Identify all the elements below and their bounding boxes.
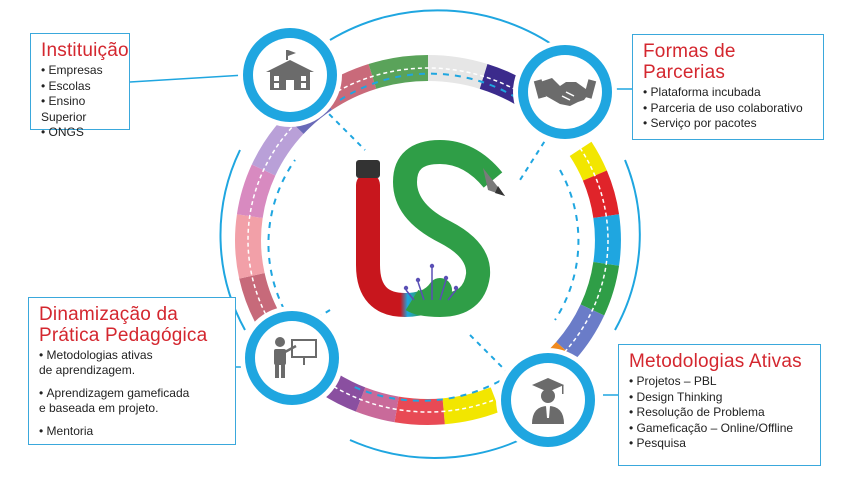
dinamizacao-box: Dinamização da Prática Pedagógica Metodo… bbox=[28, 297, 236, 445]
list-item: Escolas bbox=[41, 79, 121, 95]
ring-segment bbox=[251, 115, 304, 176]
title-line: Dinamização da bbox=[39, 304, 179, 325]
title-line: Parcerias bbox=[643, 62, 726, 83]
ring-segment bbox=[368, 54, 429, 89]
list-item: Design Thinking bbox=[629, 390, 812, 406]
list-item: Parceria de uso colaborativo bbox=[643, 101, 815, 117]
list-item: Plataforma incubada bbox=[643, 85, 815, 101]
metodologias-box: Metodologias Ativas Projetos – PBL Desig… bbox=[618, 344, 821, 466]
metodologias-title: Metodologias Ativas bbox=[629, 351, 802, 372]
list-item: Empresas bbox=[41, 63, 121, 79]
node-formas-parcerias bbox=[513, 40, 617, 144]
item-line: Mentoria bbox=[46, 424, 94, 438]
graduate-icon bbox=[532, 378, 564, 424]
list-item: Projetos – PBL bbox=[629, 374, 812, 390]
item-line: Aprendizagem gameficada bbox=[46, 386, 190, 400]
is-logo bbox=[356, 139, 505, 318]
list-item: Ensino Superior bbox=[41, 94, 121, 125]
node-dinamizacao bbox=[240, 306, 344, 410]
title-line: Prática Pedagógica bbox=[39, 325, 208, 346]
school-building-icon bbox=[266, 50, 314, 90]
node-instituicao bbox=[238, 23, 342, 127]
list-item: Mentoria bbox=[39, 424, 227, 439]
item-line: Metodologias ativas bbox=[46, 348, 153, 362]
metodologias-list: Projetos – PBL Design Thinking Resolução… bbox=[629, 374, 812, 452]
ring-segment bbox=[442, 387, 501, 425]
list-item: Resolução de Problema bbox=[629, 405, 812, 421]
formas-parcerias-box: Formas de Parcerias Plataforma incubada … bbox=[632, 34, 824, 140]
inner-dashed-arcs bbox=[267, 72, 580, 402]
ring-segment bbox=[236, 164, 276, 219]
list-item: ONGS bbox=[41, 125, 121, 141]
handshake-icon bbox=[533, 78, 597, 106]
item-line: de aprendizagem. bbox=[39, 363, 136, 377]
list-item: Gameficação – Online/Offline bbox=[629, 421, 812, 437]
list-item: Pesquisa bbox=[629, 436, 812, 452]
instituicao-box: Instituição Empresas Escolas Ensino Supe… bbox=[30, 33, 130, 139]
formas-parcerias-title: Formas de Parcerias bbox=[643, 41, 815, 83]
item-line: e baseada em projeto. bbox=[39, 401, 159, 415]
teacher-board-icon bbox=[274, 337, 317, 378]
ring-dashes bbox=[247, 67, 609, 413]
instituicao-title: Instituição bbox=[41, 40, 129, 61]
formas-parcerias-list: Plataforma incubada Parceria de uso cola… bbox=[643, 85, 815, 132]
ring-segment bbox=[580, 261, 620, 316]
node-metodologias bbox=[496, 348, 600, 452]
list-item: Serviço por pacotes bbox=[643, 116, 815, 132]
title-line: Formas de bbox=[643, 41, 736, 62]
instituicao-list: Empresas Escolas Ensino Superior ONGS bbox=[41, 63, 121, 141]
dinamizacao-title: Dinamização da Prática Pedagógica bbox=[39, 304, 227, 346]
ring-segment bbox=[555, 304, 605, 360]
